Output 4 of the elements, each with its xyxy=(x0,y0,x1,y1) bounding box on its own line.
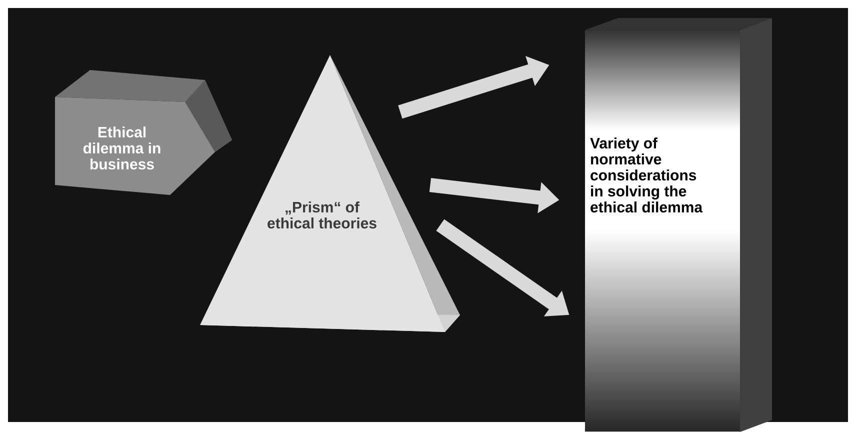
node-label: Variety of normative considerations in solving the ethical dilemma xyxy=(590,137,703,213)
result-panel: Variety of normative considerations in solving the ethical dilemma xyxy=(585,18,772,432)
arrow-block: Ethical dilemma in business xyxy=(55,70,232,195)
prism-triangle: „Prism“ of ethical theories xyxy=(200,55,460,332)
